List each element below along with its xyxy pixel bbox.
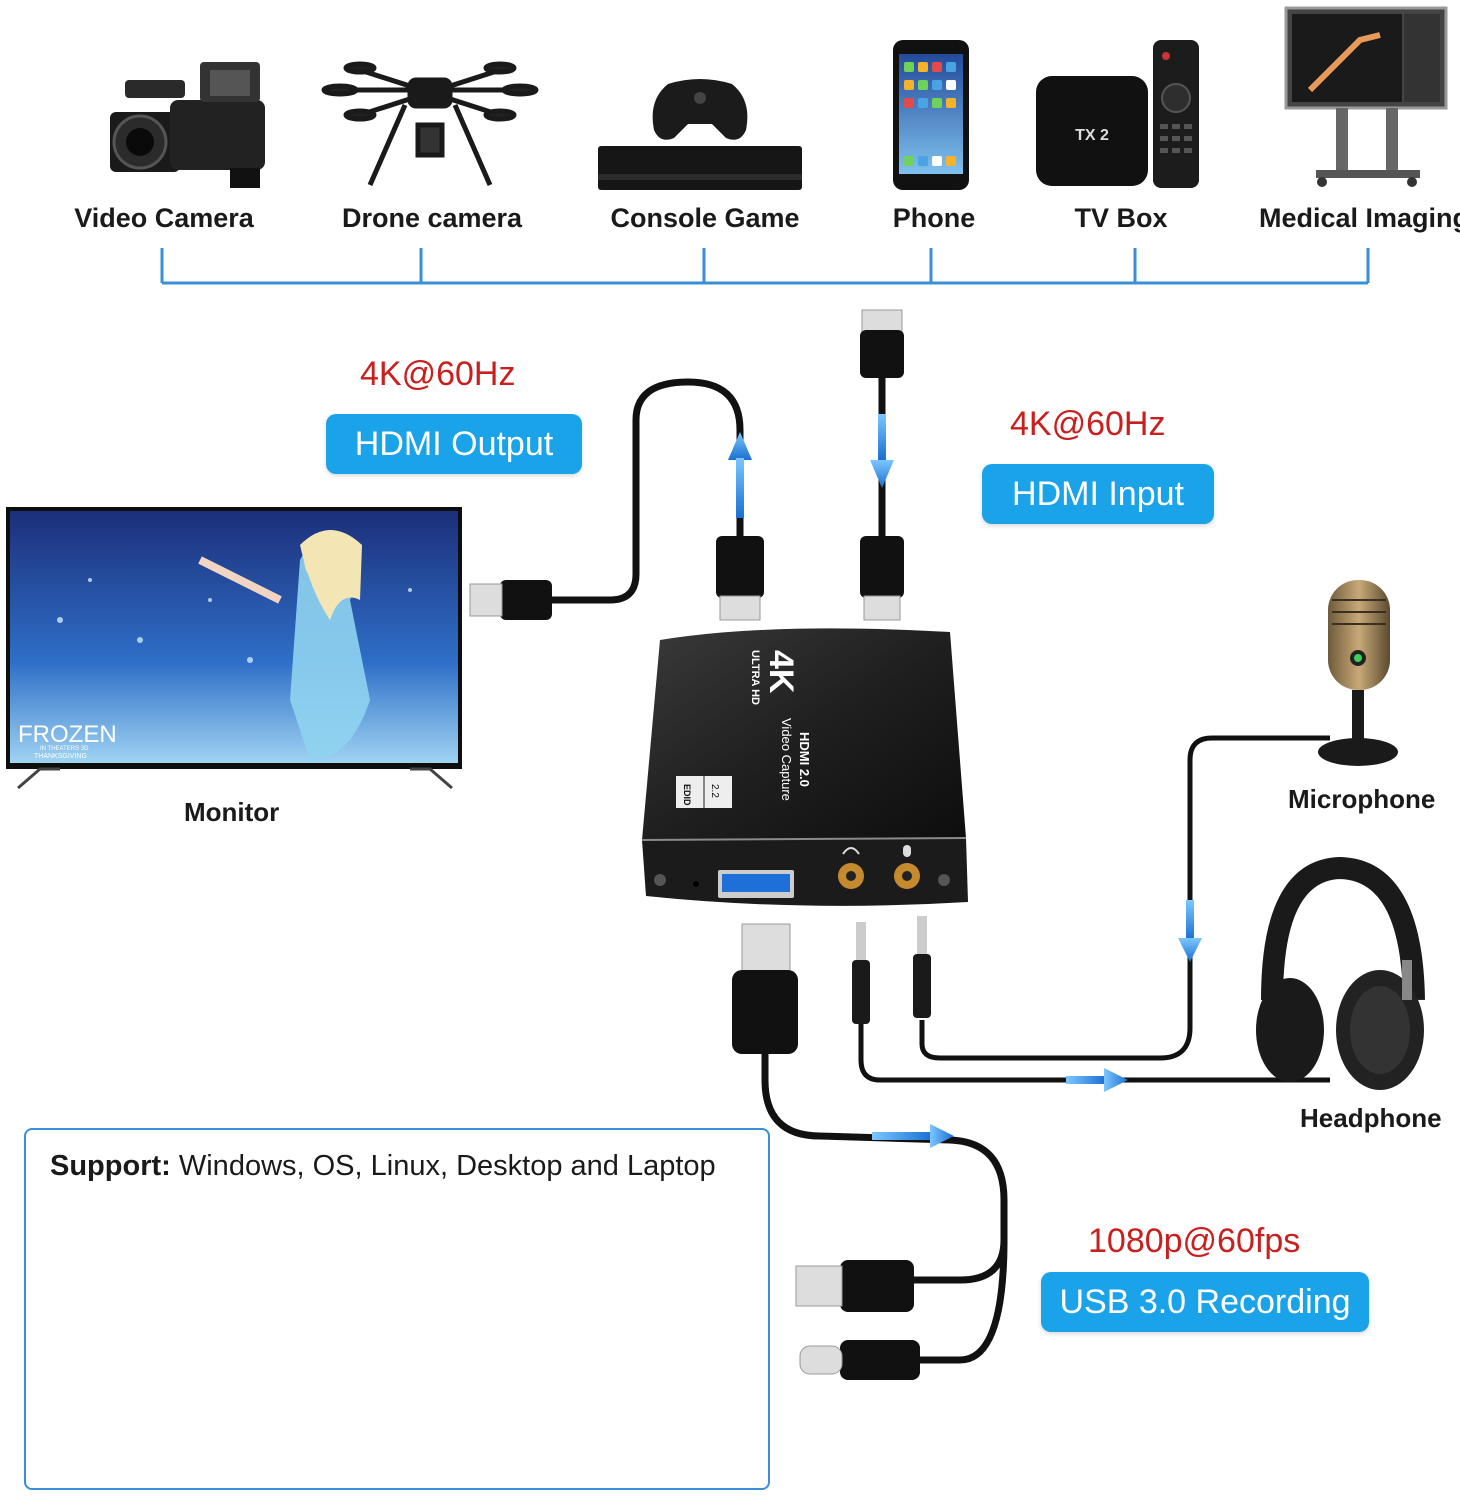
card-name: Video Capture	[779, 718, 794, 801]
support-text: Support: Windows, OS, Linux, Desktop and…	[50, 1150, 716, 1183]
source-label-phone: Phone	[892, 203, 976, 233]
microphone-icon	[1318, 580, 1398, 766]
source-label-drone: Drone camera	[341, 203, 523, 233]
support-platforms: Windows, OS, Linux, Desktop and Laptop	[170, 1150, 716, 1182]
hdmi-input-cable	[860, 309, 904, 621]
drone-icon	[321, 61, 539, 187]
card-badge: 4K	[762, 650, 800, 694]
tv-box-icon: TX 2	[1036, 40, 1199, 188]
input-spec: 4K@60Hz	[1010, 405, 1166, 443]
phone-icon	[893, 40, 969, 190]
source-label-video-camera: Video Camera	[74, 203, 254, 233]
headphone-icon	[1256, 856, 1425, 1090]
game-console-icon	[598, 79, 802, 190]
source-bracket	[160, 248, 1370, 285]
tv-monitor: FROZEN IN THEATERS 3D THANKSGIVING	[6, 507, 462, 790]
capture-card: 4K ULTRA HD HDMI 2.0 Video Capture 2.2 E…	[641, 628, 968, 906]
source-label-medical-imaging: Medical Imaging	[1258, 203, 1460, 233]
support-prefix: Support:	[50, 1150, 171, 1182]
edid-label: EDID	[682, 784, 692, 806]
monitor-label: Monitor	[184, 797, 280, 827]
headphone-label: Headphone	[1300, 1103, 1442, 1133]
tv-screen-title: FROZEN	[18, 721, 117, 748]
audio-cables	[852, 735, 1330, 1092]
hdmi-input-label: HDMI Input	[982, 464, 1214, 524]
microphone-label: Microphone	[1288, 784, 1436, 814]
source-label-console: Console Game	[610, 203, 800, 233]
output-spec: 4K@60Hz	[360, 355, 516, 393]
recording-spec: 1080p@60fps	[1088, 1222, 1301, 1260]
card-sub: ULTRA HD	[749, 650, 761, 705]
tv-screen-line: THANKSGIVING	[34, 753, 87, 760]
card-model: HDMI 2.0	[797, 732, 812, 787]
video-camera-icon	[110, 62, 265, 188]
tv-screen-subtitle: IN THEATERS 3D	[40, 746, 89, 752]
source-label-tv-box: TV Box	[1074, 203, 1168, 233]
tv-box-brand: TX 2	[1075, 127, 1109, 144]
edid-value: 2.2	[709, 784, 720, 798]
medical-monitor-icon	[1284, 6, 1448, 187]
usb-recording-label: USB 3.0 Recording	[1041, 1272, 1369, 1332]
hdmi-output-label: HDMI Output	[326, 414, 582, 474]
usb-cable	[732, 923, 1008, 1380]
hdmi-output-cable	[469, 378, 764, 621]
support-panel	[24, 1128, 770, 1490]
